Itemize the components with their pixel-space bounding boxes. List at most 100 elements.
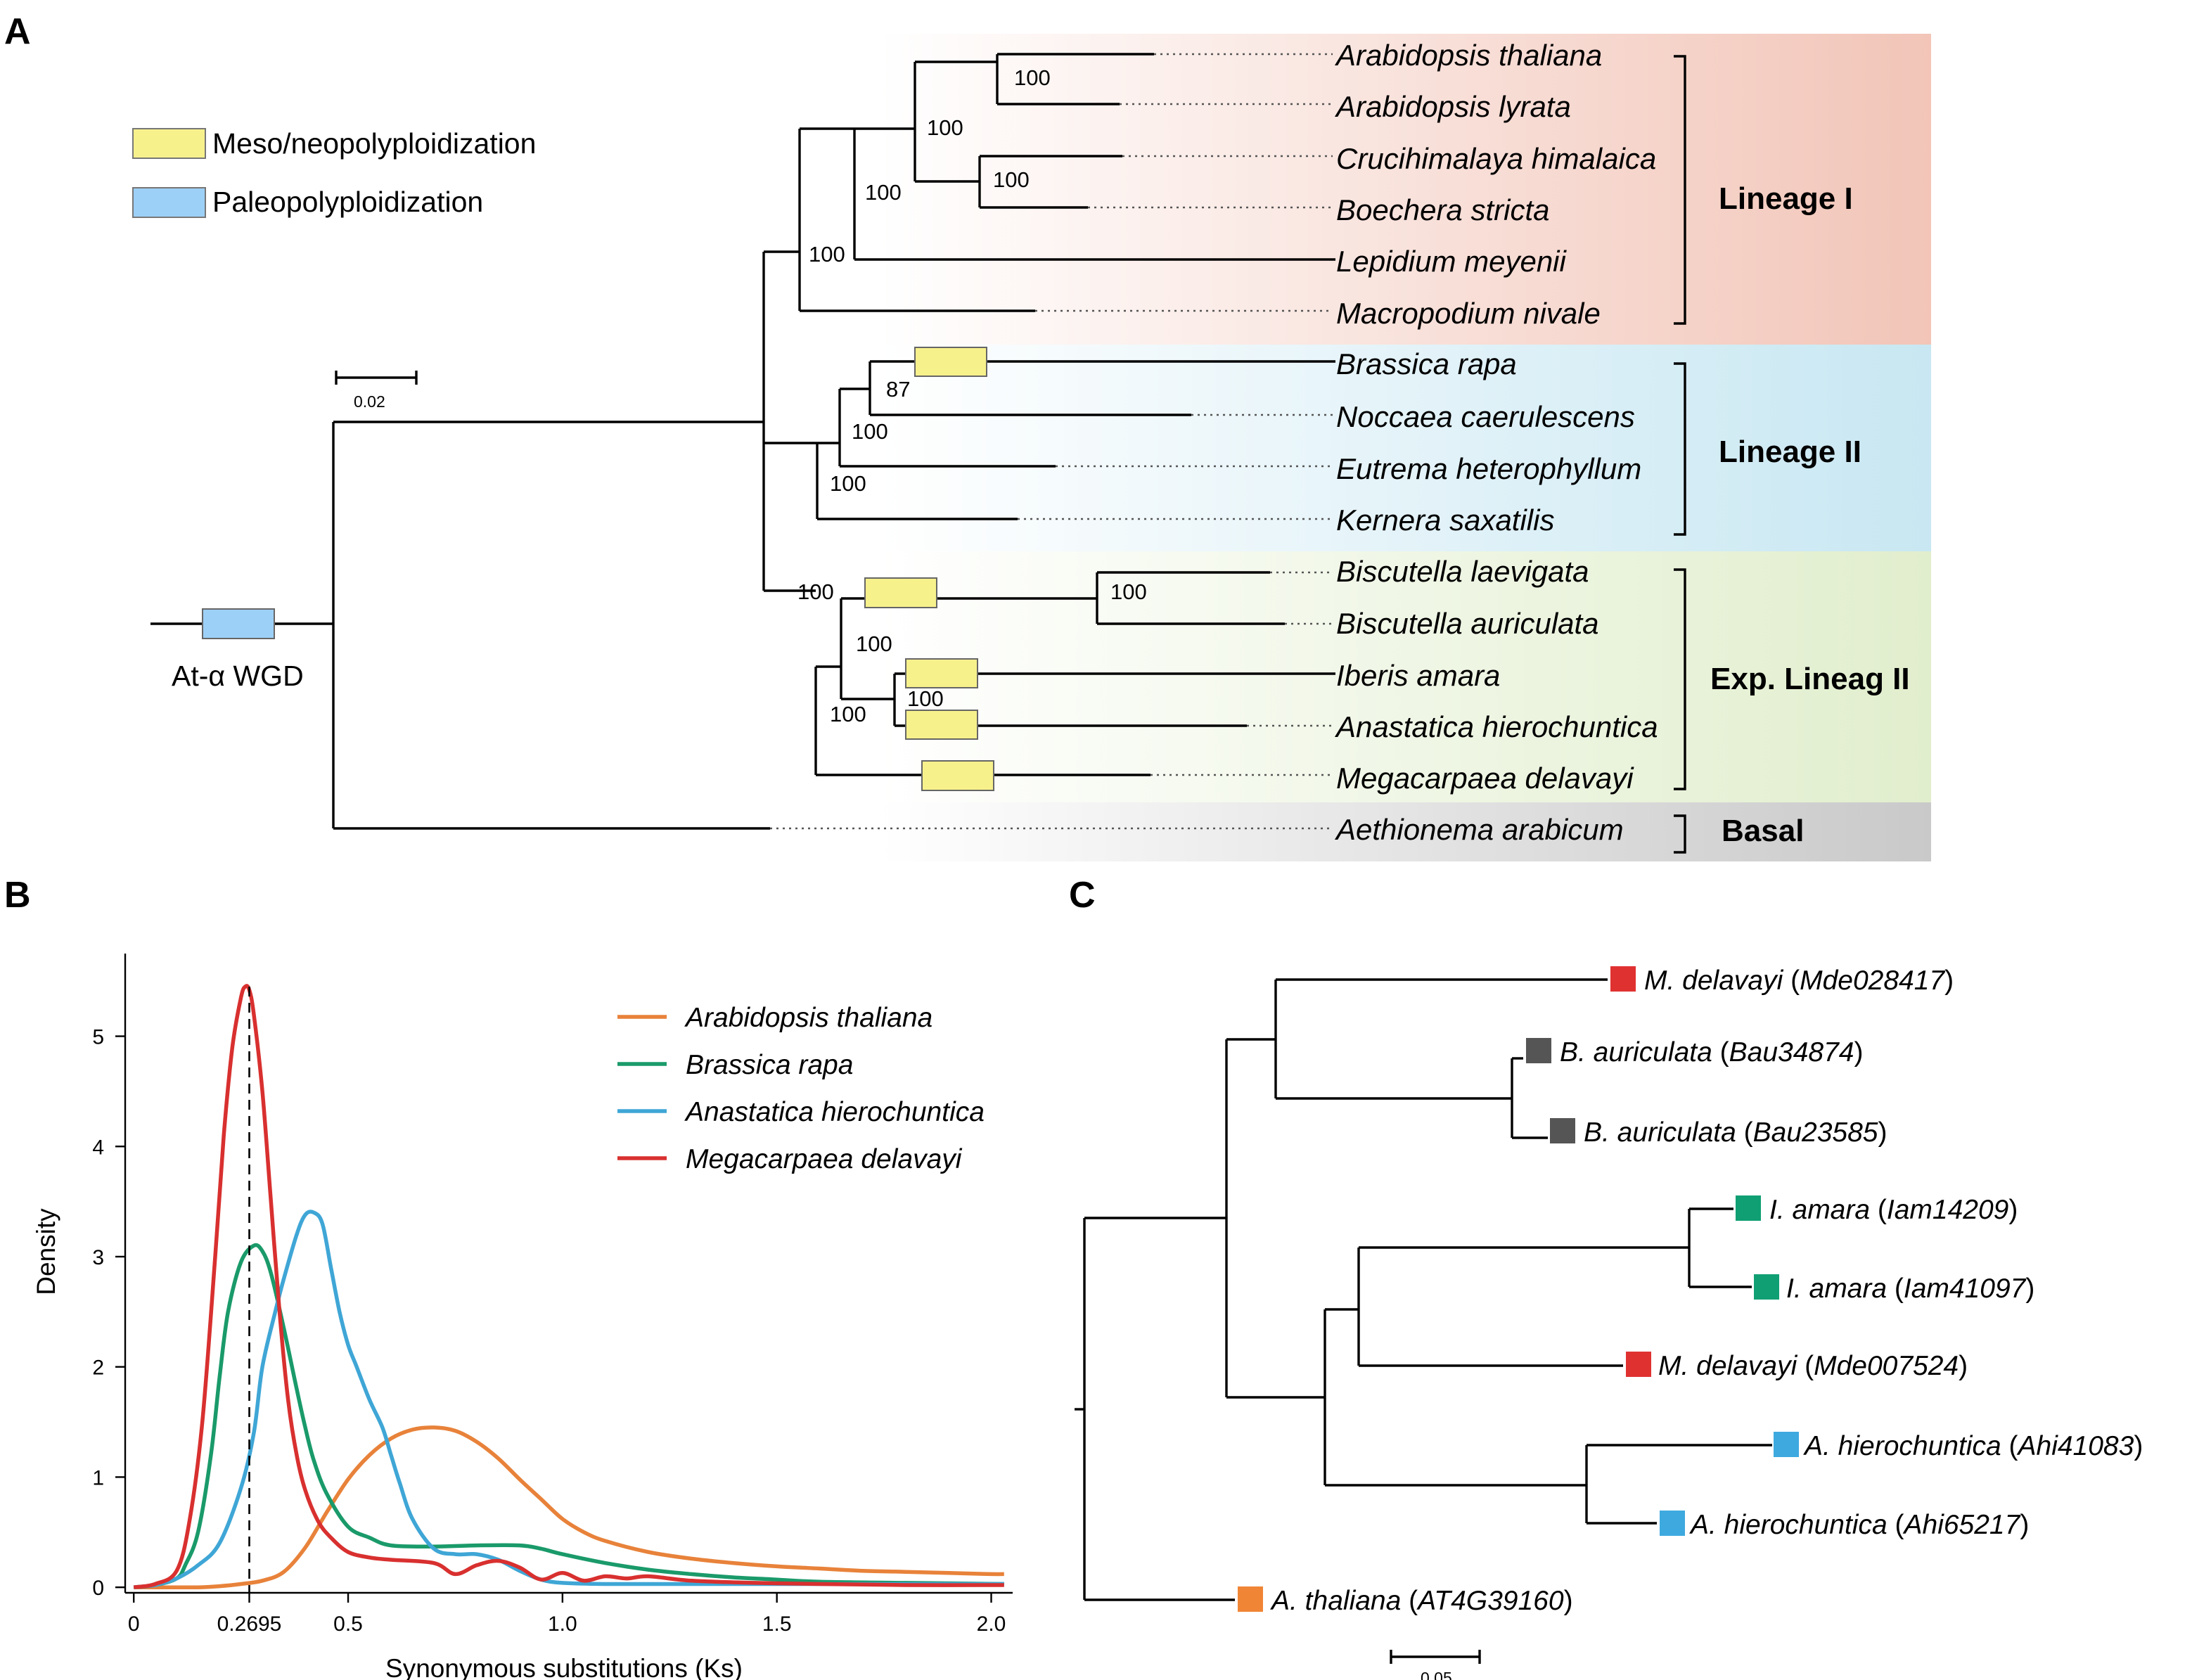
lineage-band-1: [879, 34, 1931, 345]
gene-leaf: I. amara (Iam41097): [1754, 1274, 2034, 1304]
species-name: Anastatica hierochuntica: [1334, 710, 1658, 743]
species-name: Aethionema arabicum: [1334, 813, 1624, 846]
x-tick-label: 1.0: [548, 1612, 577, 1636]
legend-label: Brassica rapa: [686, 1050, 853, 1080]
species-name: Noccaea caerulescens: [1336, 400, 1635, 433]
species-name: Biscutella laevigata: [1336, 555, 1589, 588]
lineage-label: Lineage I: [1719, 181, 1853, 216]
y-axis-label: Density: [32, 1208, 60, 1295]
meso-legend-label: Meso/neopolyploidization: [212, 127, 536, 160]
support-value: 100: [809, 242, 845, 267]
legend-label: Megacarpaea delavayi: [686, 1144, 963, 1174]
support-value: 100: [865, 180, 902, 205]
lineage-label: Lineage II: [1719, 435, 1861, 469]
support-value: 100: [1110, 579, 1147, 604]
species-name: Crucihimalaya himalaica: [1336, 142, 1656, 175]
support-value: 100: [797, 579, 834, 604]
series-line-brassica-rapa: [133, 1243, 1004, 1589]
species-marker: [1774, 1432, 1799, 1457]
species-name: Lepidium meyenii: [1336, 245, 1568, 278]
support-value: 100: [830, 471, 866, 496]
support-value: 100: [927, 115, 963, 140]
legend-label: Anastatica hierochuntica: [684, 1097, 985, 1127]
support-value: 100: [1014, 65, 1051, 90]
gene-leaves: M. delavayi (Mde028417) B. auriculata (B…: [1238, 966, 2143, 1616]
lineage-label: Exp. Lineag II: [1710, 662, 1910, 696]
scale-label-c: 0.05: [1421, 1669, 1452, 1680]
gene-label: B. auriculata (Bau23585): [1584, 1117, 1887, 1148]
species-name: Macropodium nivale: [1336, 297, 1601, 330]
species-labels: Arabidopsis thaliana Arabidopsis lyrata …: [1334, 39, 1658, 846]
gene-leaf: M. delavayi (Mde007524): [1626, 1351, 1968, 1381]
species-name: Kernera saxatilis: [1336, 504, 1554, 537]
x-tick-label: 1.5: [762, 1612, 792, 1636]
species-name: Eutrema heterophyllum: [1336, 452, 1641, 485]
wgd-label: At-α WGD: [172, 660, 304, 692]
gene-label: A. hierochuntica (Ahi41083): [1803, 1431, 2143, 1461]
x-axis-label: Synonymous substitutions (Ks): [385, 1654, 743, 1680]
meso-box-megacarpaea: [921, 760, 994, 791]
species-marker: [1660, 1511, 1685, 1536]
species-marker: [1238, 1586, 1263, 1612]
support-value: 100: [907, 686, 944, 711]
scale-bar-a: [335, 371, 418, 385]
gene-leaf: M. delavayi (Mde028417): [1610, 966, 1954, 996]
panel-label-c: C: [1069, 875, 1096, 916]
meso-box-iberis: [905, 658, 978, 688]
y-tick-label: 3: [92, 1246, 104, 1269]
gene-leaf: A. hierochuntica (Ahi41083): [1774, 1431, 2143, 1461]
x-tick-label: 0: [128, 1612, 140, 1636]
support-value: 100: [856, 631, 892, 656]
series-line-megacarpaea-delavayi: [133, 984, 1004, 1589]
gene-leaf: B. auriculata (Bau23585): [1550, 1117, 1887, 1148]
paleo-legend-label: Paleopolyploidization: [212, 186, 483, 218]
gene-label: A. thaliana (AT4G39160): [1270, 1586, 1573, 1616]
panel-c: C: [1069, 875, 2143, 1680]
gene-label: B. auriculata (Bau34874): [1560, 1037, 1863, 1067]
lineage-label: Basal: [1722, 814, 1804, 848]
y-tick-label: 5: [92, 1026, 104, 1049]
support-value: 100: [852, 419, 888, 444]
x-tick-label: 2.0: [977, 1612, 1006, 1636]
meso-box-anastatica: [905, 710, 978, 740]
gene-leaf: A. hierochuntica (Ahi65217): [1660, 1510, 2029, 1540]
legend-label: Arabidopsis thaliana: [684, 1003, 932, 1033]
species-marker: [1610, 966, 1636, 992]
species-name: Boechera stricta: [1336, 193, 1549, 226]
panel-label-a: A: [4, 11, 31, 52]
species-marker: [1626, 1352, 1651, 1377]
gene-leaf: B. auriculata (Bau34874): [1526, 1037, 1863, 1067]
series-line-anastatica-hierochuntica: [133, 1210, 1004, 1589]
gene-leaf: A. thaliana (AT4G39160): [1238, 1586, 1573, 1616]
gene-label: A. hierochuntica (Ahi65217): [1689, 1510, 2029, 1540]
lineage-band-4: [879, 802, 1931, 861]
gene-leaf: I. amara (Iam14209): [1736, 1195, 2018, 1225]
x-tick-label: 0.2695: [217, 1612, 282, 1636]
gene-label: M. delavayi (Mde028417): [1644, 966, 1954, 996]
bracket-lineage-4: [1674, 814, 1686, 854]
series-line-arabidopsis-thaliana: [134, 1425, 1004, 1590]
support-value: 100: [993, 167, 1030, 192]
gene-label: I. amara (Iam14209): [1769, 1195, 2018, 1225]
species-marker: [1754, 1274, 1779, 1300]
gene-label: M. delavayi (Mde007524): [1658, 1351, 1968, 1381]
meso-box-brassica: [914, 347, 987, 377]
species-marker: [1526, 1038, 1551, 1063]
species-marker: [1736, 1195, 1761, 1221]
bracket-lineage-1: [1674, 55, 1686, 325]
scale-label-a: 0.02: [354, 392, 385, 411]
support-value: 87: [886, 377, 910, 402]
lineage-band-2: [879, 345, 1931, 551]
paleo-legend-swatch: [132, 187, 206, 218]
species-name: Arabidopsis lyrata: [1334, 90, 1571, 123]
meso-box-biscutella: [864, 577, 937, 608]
y-tick-label: 2: [92, 1357, 104, 1380]
species-name: Arabidopsis thaliana: [1334, 39, 1602, 72]
paleo-wgd-box: [202, 608, 275, 639]
y-tick-label: 1: [92, 1466, 104, 1489]
gene-label: I. amara (Iam41097): [1786, 1274, 2034, 1304]
x-tick-label: 0.5: [333, 1612, 363, 1636]
